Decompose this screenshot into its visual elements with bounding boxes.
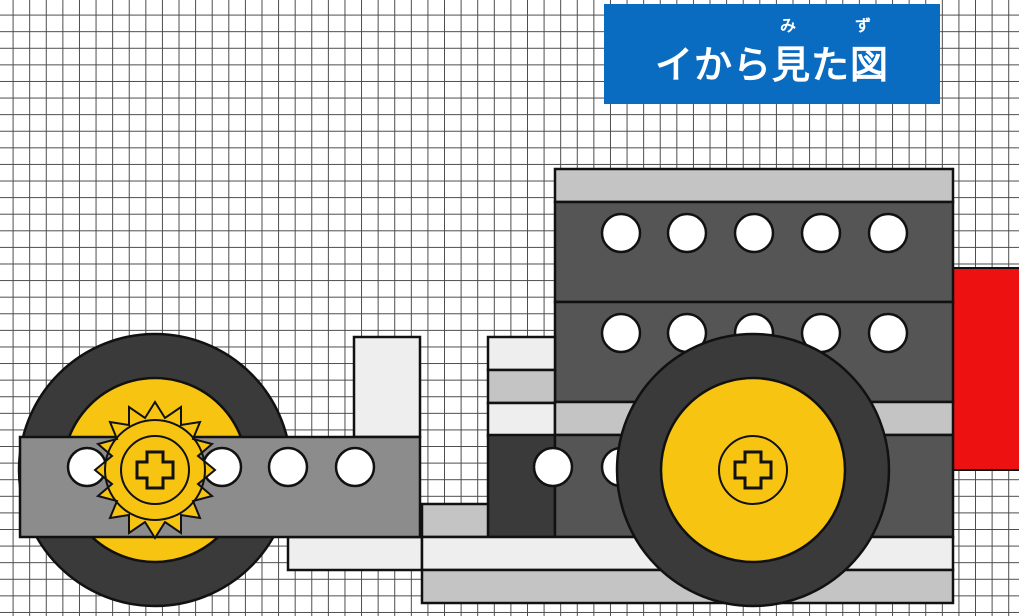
stack-plate-1 [486,335,557,372]
upper-beam-holes [600,212,909,254]
left-gear [93,400,217,540]
title-banner: イから見た図 み ず [604,4,940,104]
title-text: イから見た図 [654,43,889,87]
stack-plate-3 [486,401,557,438]
ruby-zu: ず [855,16,872,35]
bottom-plate-2 [286,535,424,572]
ruby-mi: み [780,16,797,35]
left-liftarm-holes [66,446,376,488]
red-brick [952,267,1019,471]
right-wheel [615,332,891,608]
bottom-plate-1 [420,502,490,539]
top-plate [553,167,955,204]
vertical-post [352,335,422,439]
stack-plate-2 [486,368,557,405]
